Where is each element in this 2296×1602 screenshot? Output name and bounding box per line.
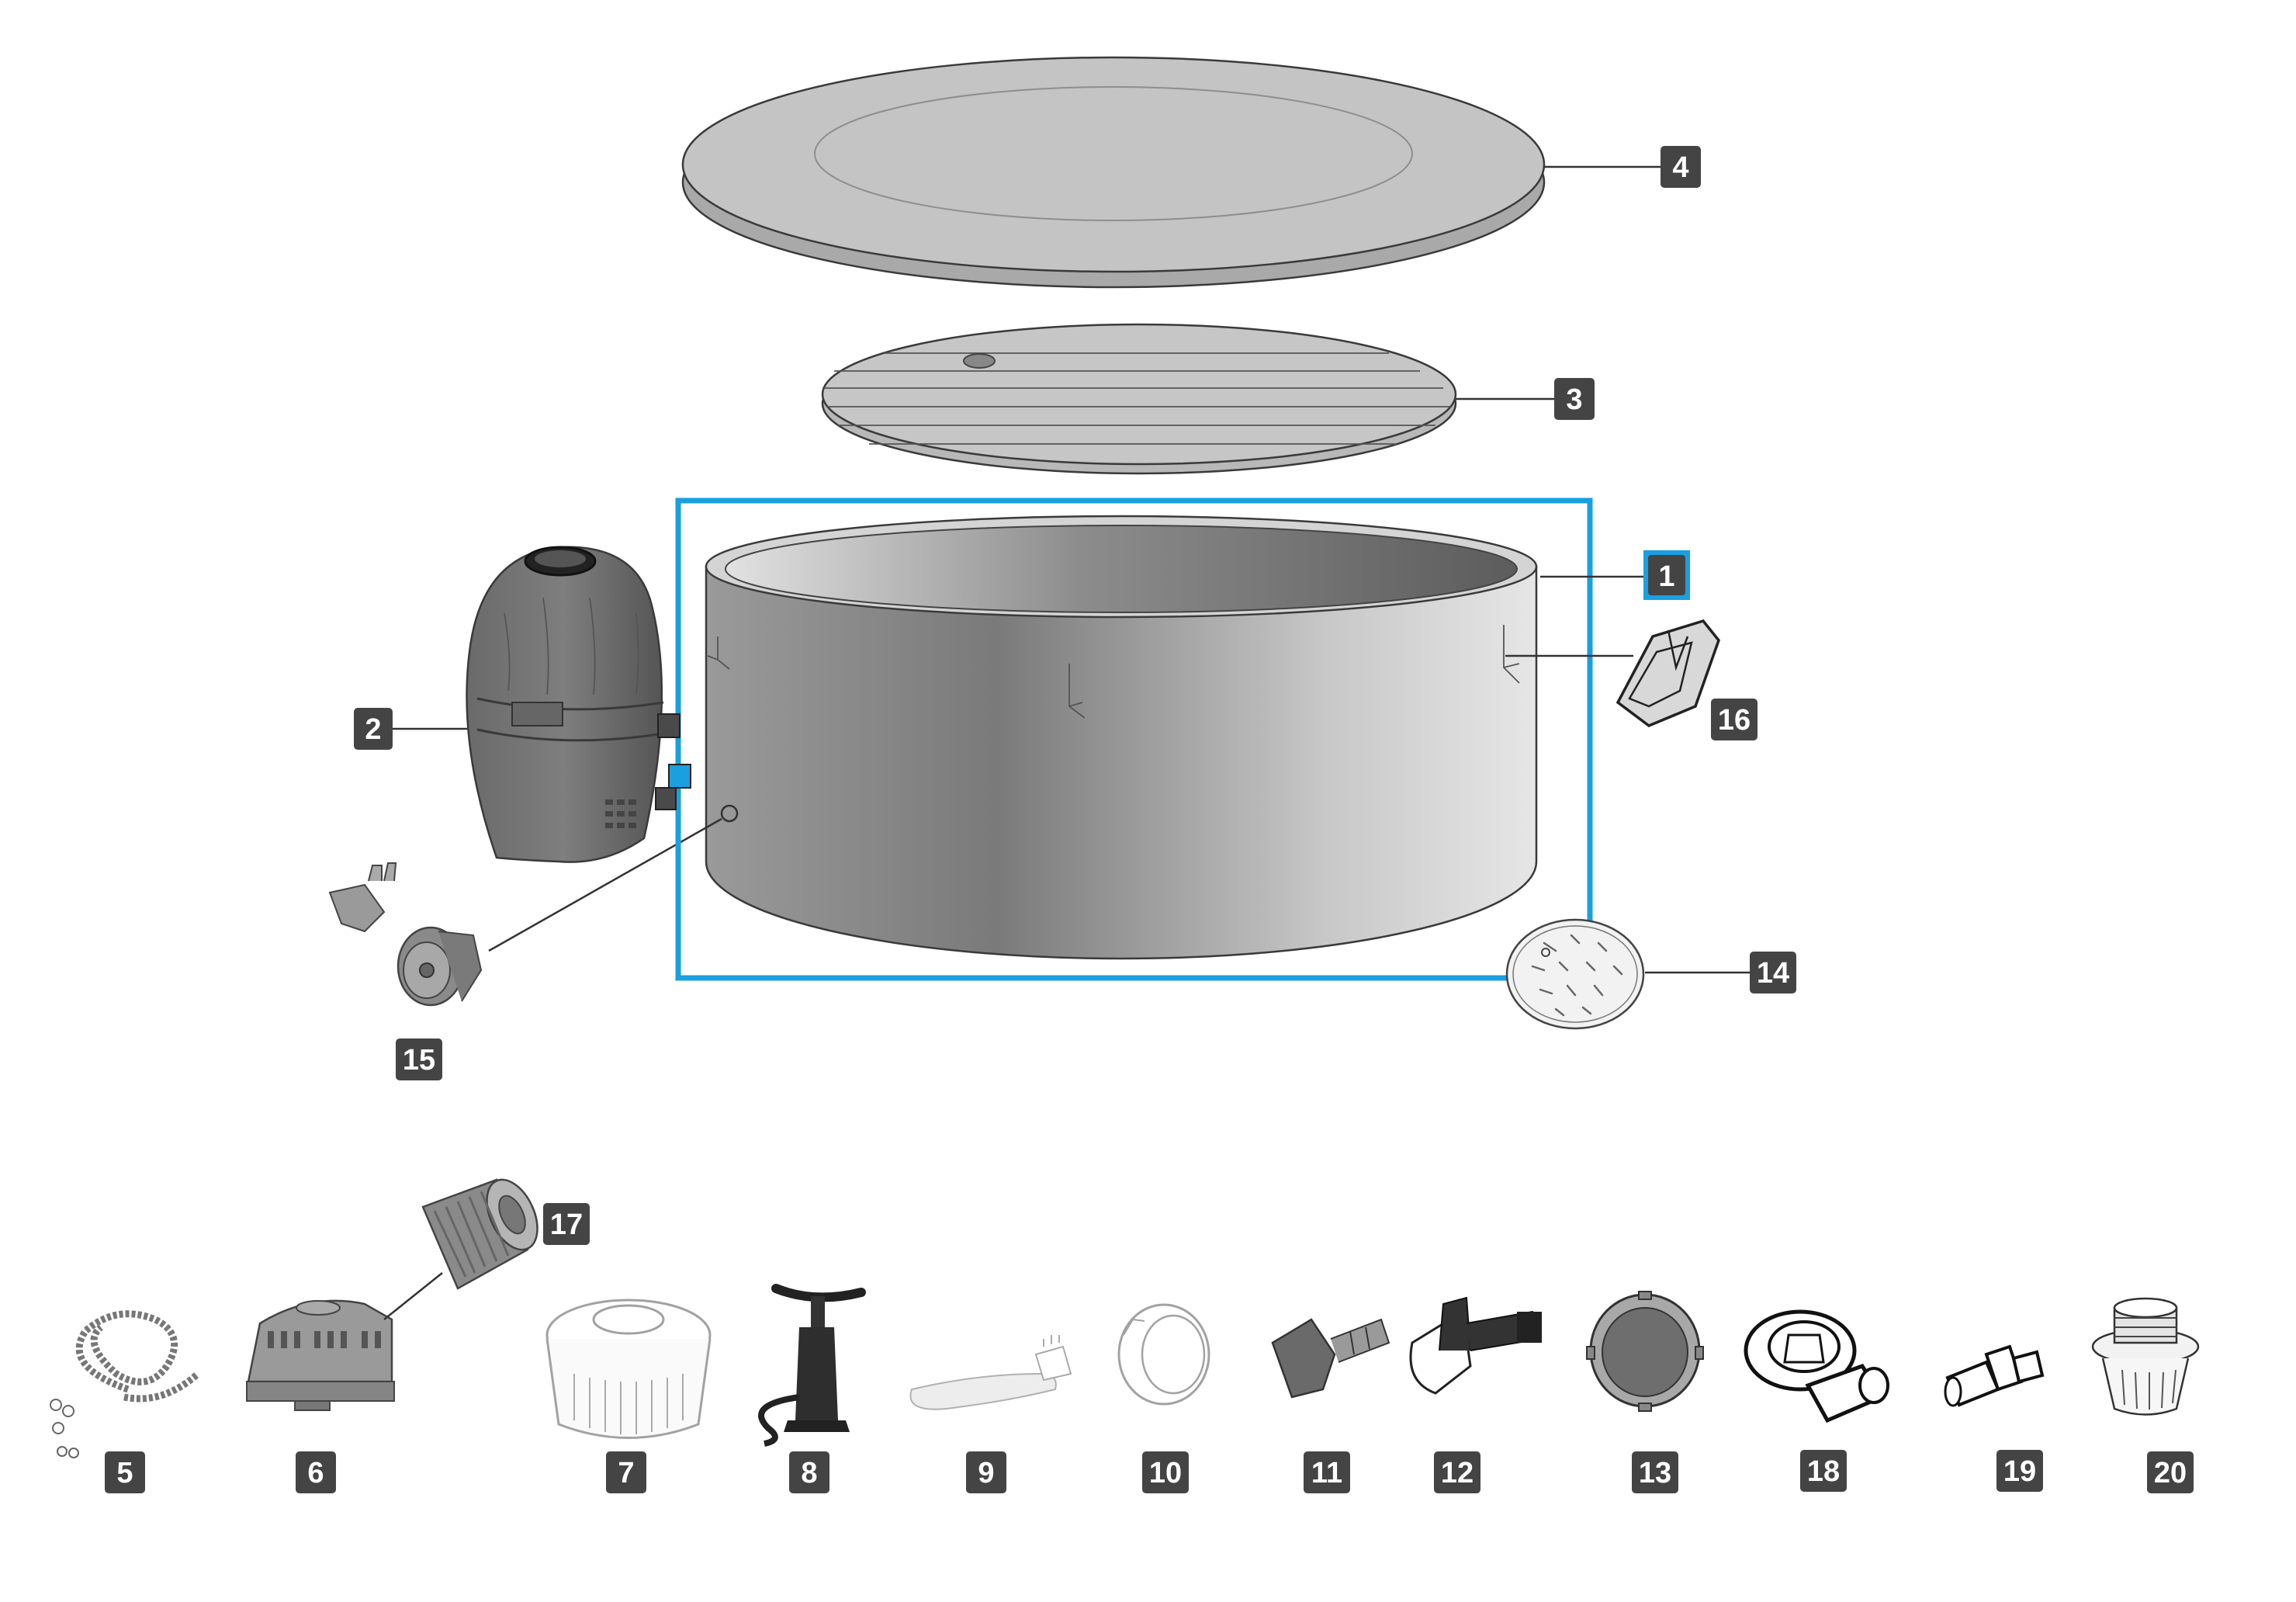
label-20: 20: [2147, 1451, 2194, 1493]
label-6: 6: [296, 1451, 336, 1493]
brush-part: [909, 1335, 1072, 1410]
label-10: 10: [1142, 1451, 1189, 1493]
label-18-text: 18: [1807, 1455, 1840, 1488]
label-18: 18: [1800, 1450, 1847, 1492]
label-19: 19: [1996, 1450, 2043, 1492]
label-1-text: 1: [1658, 560, 1674, 593]
label-15-text: 15: [403, 1044, 435, 1077]
connector-part: [1944, 1344, 2045, 1407]
label-10-text: 10: [1149, 1457, 1182, 1489]
threaded-valve-part: [2091, 1297, 2200, 1416]
label-13: 13: [1632, 1451, 1678, 1493]
label-16: 16: [1711, 699, 1757, 740]
label-7-text: 7: [618, 1457, 634, 1489]
label-11: 11: [1304, 1451, 1350, 1493]
label-14-text: 14: [1757, 957, 1789, 990]
hose-set-part: [50, 1310, 200, 1458]
spa-body-part: [488, 515, 1538, 960]
label-12-text: 12: [1441, 1457, 1474, 1489]
label-4: 4: [1661, 146, 1701, 188]
label-7: 7: [606, 1451, 646, 1493]
label-1: 1: [1643, 550, 1690, 600]
label-14: 14: [1750, 952, 1796, 993]
label-5: 5: [105, 1451, 145, 1493]
label-3-text: 3: [1566, 383, 1582, 416]
skimmer-part: [545, 1299, 712, 1439]
filter-grid-part: [1505, 918, 1750, 1030]
label-9: 9: [966, 1451, 1006, 1493]
label-20-text: 20: [2154, 1457, 2187, 1489]
label-17-text: 17: [550, 1208, 583, 1241]
air-valve-part: [328, 862, 483, 1007]
lock-ring-part: [1117, 1303, 1210, 1406]
label-6-text: 6: [307, 1457, 324, 1489]
label-8: 8: [789, 1451, 829, 1493]
label-2: 2: [354, 708, 393, 750]
label-19-text: 19: [2003, 1455, 2036, 1488]
drain-plug-part: [1271, 1318, 1390, 1399]
label-8-text: 8: [801, 1457, 817, 1489]
floating-lid-part: [821, 323, 1457, 475]
label-2-text: 2: [365, 713, 381, 746]
highlight-box: [675, 498, 1593, 981]
adaptor-part: [1409, 1296, 1542, 1395]
label-9-text: 9: [978, 1457, 994, 1489]
filter-housing-part: [246, 1272, 443, 1411]
label-4-text: 4: [1672, 151, 1688, 184]
label-11-text: 11: [1311, 1457, 1342, 1489]
label-5-text: 5: [116, 1457, 133, 1489]
heater-pump-part: [466, 546, 691, 863]
valve-assembly-part: [1744, 1309, 1889, 1423]
filter-cartridge-part: [421, 1178, 539, 1290]
hand-pump-part: [758, 1284, 866, 1447]
cover-part: [681, 56, 1546, 289]
buckle-part: [1505, 619, 1720, 727]
label-17: 17: [543, 1203, 590, 1245]
label-3: 3: [1554, 378, 1595, 420]
label-16-text: 16: [1718, 704, 1751, 737]
label-15: 15: [396, 1039, 442, 1080]
cap-part: [1586, 1291, 1704, 1412]
label-13-text: 13: [1639, 1457, 1671, 1489]
label-12: 12: [1434, 1451, 1480, 1493]
